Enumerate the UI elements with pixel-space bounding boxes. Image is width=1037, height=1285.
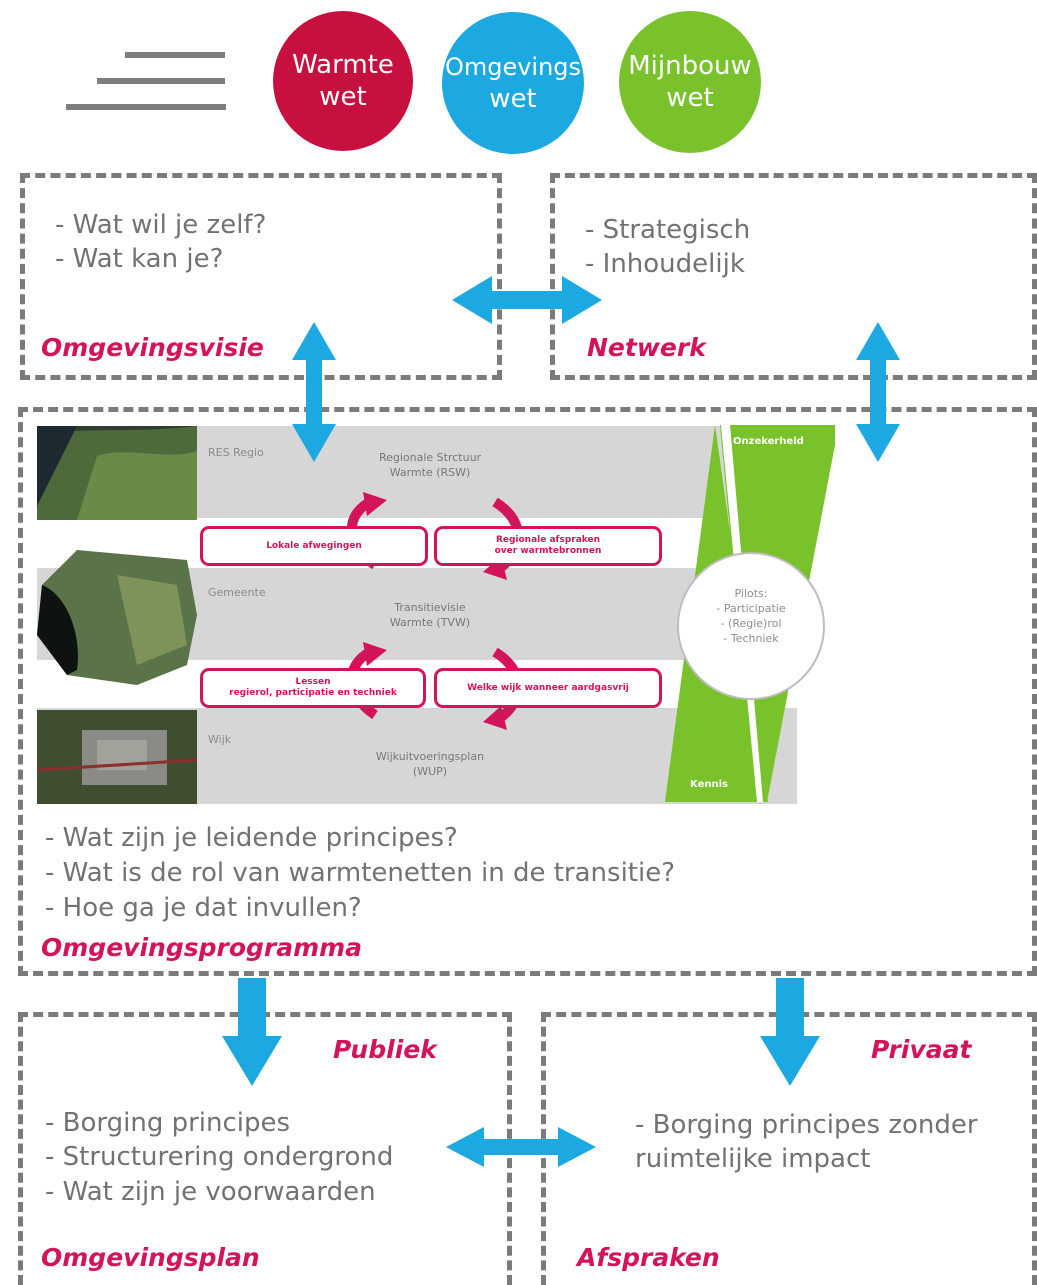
center-label-wup: Wijkuitvoeringsplan (WUP) bbox=[330, 749, 530, 779]
warmtewet-line2: wet bbox=[319, 82, 367, 112]
omgevingsplan-bullet-1: - Borging principes bbox=[45, 1108, 291, 1138]
map-wijk-shape bbox=[37, 710, 197, 804]
omgevingswet-circle: Omgevings wet bbox=[442, 12, 584, 154]
pill-lokale-text: Lokale afwegingen bbox=[266, 540, 362, 551]
afspraken-bullet-2: ruimtelijke impact bbox=[635, 1144, 871, 1174]
onzekerheid-label: Onzekerheid bbox=[733, 436, 804, 447]
legend-line-bottom bbox=[66, 104, 226, 110]
center-tvw-line2: Warmte (TVW) bbox=[389, 616, 471, 629]
netwerk-box bbox=[550, 173, 1037, 380]
programma-bullet-3: - Hoe ga je dat invullen? bbox=[45, 893, 362, 923]
arrow-plan-afspraken bbox=[446, 1127, 596, 1167]
level-label-wijk: Wijk bbox=[208, 733, 232, 746]
omgevingsplan-title: Omgevingsplan bbox=[41, 1243, 260, 1272]
omgevingsvisie-bullet-2: - Wat kan je? bbox=[55, 244, 224, 274]
legend-line-top bbox=[125, 52, 225, 58]
pilots-item-3: - Techniek bbox=[723, 632, 779, 645]
arrow-down-afspraken bbox=[760, 978, 820, 1086]
netwerk-bullet-2: - Inhoudelijk bbox=[585, 249, 745, 279]
pill-regionale-line2: over warmtebronnen bbox=[494, 546, 602, 556]
center-label-tvw: Transitievisie Warmte (TVW) bbox=[330, 600, 530, 630]
center-wup-line1: Wijkuitvoeringsplan bbox=[375, 750, 485, 763]
pill-regionale-line1: Regionale afspraken bbox=[495, 535, 601, 545]
kennis-label: Kennis bbox=[690, 779, 728, 790]
map-image-wijk bbox=[37, 710, 197, 804]
pilots-item-2: - (Regie)rol bbox=[720, 617, 782, 630]
afspraken-bullet-1: - Borging principes zonder bbox=[635, 1110, 978, 1140]
arrow-visie-programma bbox=[292, 322, 336, 462]
omgevingsvisie-bullet-1: - Wat wil je zelf? bbox=[55, 210, 267, 240]
omgevingswet-line1: Omgevings bbox=[444, 53, 582, 81]
pilots-circle: Pilots: - Participatie - (Regie)rol - Te… bbox=[677, 552, 825, 700]
pill-welke-text: Welke wijk wanneer aardgasvrij bbox=[467, 682, 629, 693]
pilots-title: Pilots: bbox=[734, 587, 768, 600]
pill-lessen-line1: Lessen bbox=[295, 677, 331, 687]
map-image-regio bbox=[37, 426, 197, 520]
level-label-res-regio: RES Regio bbox=[208, 446, 264, 459]
pill-lessen-line2: regierol, participatie en techniek bbox=[229, 688, 397, 698]
warmtewet-line1: Warmte bbox=[292, 50, 394, 80]
omgevingsplan-bullet-3: - Wat zijn je voorwaarden bbox=[45, 1177, 376, 1207]
afspraken-title: Afspraken bbox=[577, 1243, 720, 1272]
pill-lokale-afwegingen: Lokale afwegingen bbox=[200, 526, 428, 566]
publiek-label: Publiek bbox=[333, 1035, 437, 1064]
map-regio-shape bbox=[37, 426, 197, 520]
omgevingsvisie-title: Omgevingsvisie bbox=[41, 333, 264, 362]
programma-bullet-2: - Wat is de rol van warmtenetten in de t… bbox=[45, 858, 676, 888]
arrow-visie-netwerk bbox=[452, 276, 602, 324]
level-label-gemeente: Gemeente bbox=[208, 586, 266, 599]
mijnbouwwet-line1: Mijnbouw bbox=[628, 51, 752, 81]
omgevingsplan-bullet-2: - Structurering ondergrond bbox=[45, 1142, 394, 1172]
map-image-gemeente bbox=[37, 545, 197, 690]
pill-welke-wijk: Welke wijk wanneer aardgasvrij bbox=[434, 668, 662, 708]
netwerk-bullet-1: - Strategisch bbox=[585, 215, 751, 245]
center-tvw-line1: Transitievisie bbox=[394, 601, 466, 614]
netwerk-title: Netwerk bbox=[587, 333, 706, 362]
privaat-label: Privaat bbox=[871, 1035, 972, 1064]
omgevingsprogramma-title: Omgevingsprogramma bbox=[41, 933, 363, 962]
center-rsw-line1: Regionale Strctuur bbox=[378, 451, 482, 464]
legend-line-middle bbox=[97, 78, 225, 84]
map-gemeente-shape bbox=[37, 550, 197, 685]
arrow-down-omgevingsplan bbox=[222, 978, 282, 1086]
arrow-netwerk-programma bbox=[856, 322, 900, 462]
omgevingsprogramma-box bbox=[18, 407, 1037, 976]
center-rsw-line2: Warmte (RSW) bbox=[389, 466, 471, 479]
center-wup-line2: (WUP) bbox=[412, 765, 448, 778]
center-label-rsw: Regionale Strctuur Warmte (RSW) bbox=[330, 450, 530, 480]
omgevingsvisie-box bbox=[20, 173, 502, 380]
omgevingswet-line2: wet bbox=[489, 84, 537, 114]
programma-bullet-1: - Wat zijn je leidende principes? bbox=[45, 823, 458, 853]
mijnbouwwet-line2: wet bbox=[666, 83, 714, 113]
pilots-item-1: - Participatie bbox=[716, 602, 786, 615]
